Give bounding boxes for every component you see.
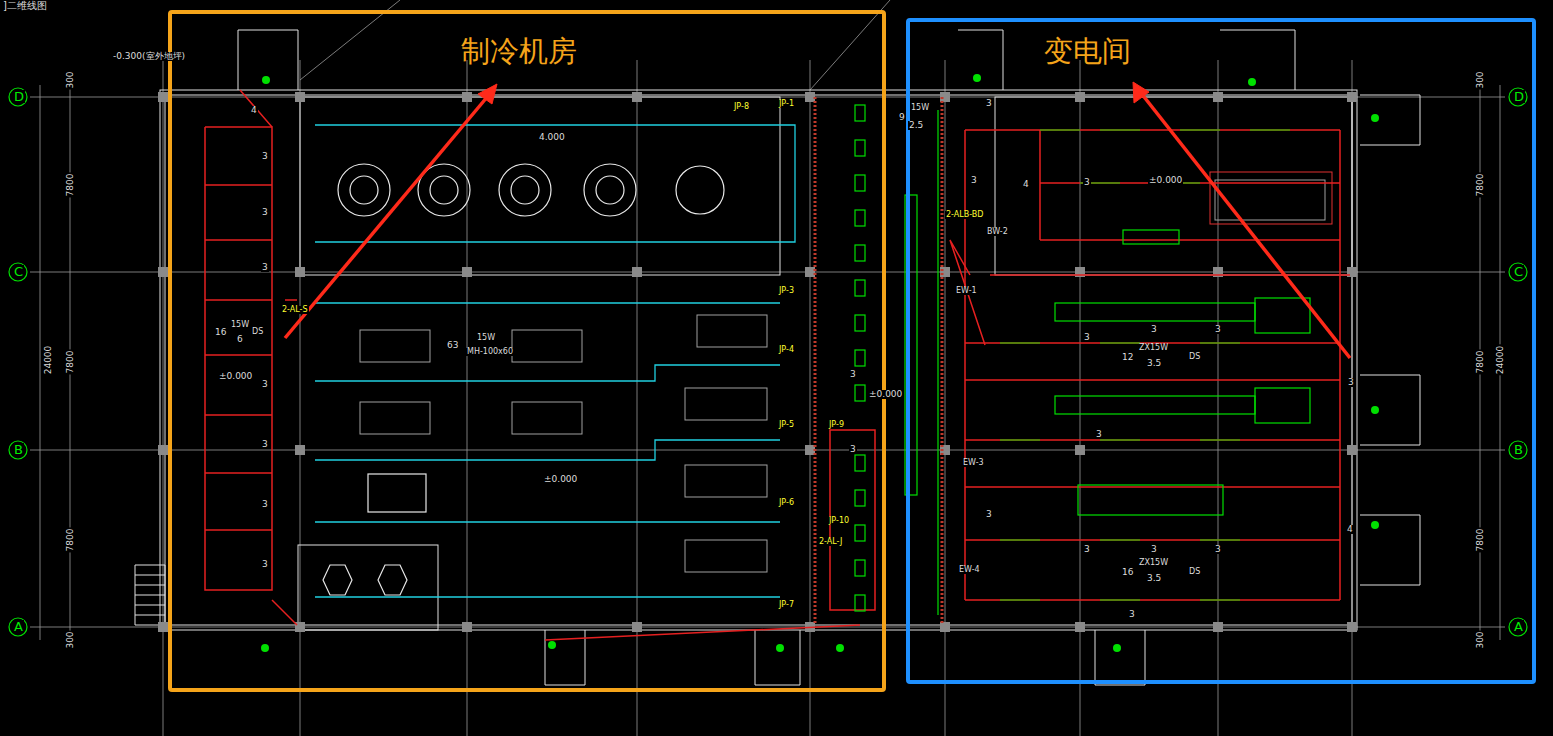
axis-label: C xyxy=(13,265,24,278)
axis-label: C xyxy=(1513,265,1524,278)
cad-annotation: 3.5 xyxy=(1146,359,1162,368)
cad-annotation: JP-8 xyxy=(733,103,750,111)
cad-annotation: 6 xyxy=(236,335,244,344)
cad-annotation: 3 xyxy=(261,440,269,449)
dimension-text: 24000 xyxy=(1496,345,1505,376)
axis-label: B xyxy=(1513,443,1524,456)
cad-annotation: 15W xyxy=(910,104,930,112)
cad-annotation: DS xyxy=(251,328,264,336)
cad-annotation: JP-7 xyxy=(778,601,795,609)
cad-annotation: 3 xyxy=(261,500,269,509)
cad-annotation: JP-10 xyxy=(828,517,850,525)
axis-label: D xyxy=(1513,90,1525,103)
cad-annotation: 3 xyxy=(985,99,993,108)
cad-annotation: 3.5 xyxy=(1146,574,1162,583)
cad-annotation: ]二维线图 xyxy=(2,1,48,11)
cad-annotation: 3 xyxy=(1083,333,1091,342)
cad-annotation: ±0.000 xyxy=(868,390,903,399)
cad-annotation: 9 xyxy=(898,113,906,122)
cad-annotation: 3 xyxy=(970,176,978,185)
cad-annotation: 15W xyxy=(476,334,496,342)
cad-annotation: 4 xyxy=(250,106,258,115)
cad-annotation: 3 xyxy=(1150,545,1158,554)
room-title: 制冷机房 xyxy=(461,36,577,68)
cad-annotation: 12 xyxy=(1121,353,1134,362)
cad-annotation: 3 xyxy=(1347,378,1355,387)
cad-annotation: 3 xyxy=(1128,610,1136,619)
cad-annotation: 16 xyxy=(1121,568,1134,577)
cad-annotation: EW-1 xyxy=(955,287,978,295)
cad-annotation: BW-2 xyxy=(986,228,1009,236)
cad-annotation: MH-100x60 xyxy=(466,348,514,356)
cad-annotation: 15W xyxy=(230,321,250,329)
room-region: 变电间 xyxy=(906,18,1536,684)
cad-annotation: 3 xyxy=(1214,545,1222,554)
dimension-text: 24000 xyxy=(44,345,53,376)
cad-annotation: 4.000 xyxy=(538,133,566,142)
room-title: 变电间 xyxy=(1044,36,1131,68)
axis-label: A xyxy=(13,620,24,633)
dimension-text: 300 xyxy=(66,630,75,649)
cad-annotation: EW-4 xyxy=(958,566,981,574)
cad-annotation: ZX15W xyxy=(1138,344,1169,352)
axis-label: B xyxy=(13,443,24,456)
dimension-text: 7800 xyxy=(66,350,75,375)
cad-annotation: JP-9 xyxy=(828,421,845,429)
dimension-text: 7800 xyxy=(66,173,75,198)
cad-annotation: 3 xyxy=(1150,325,1158,334)
cad-annotation: 3 xyxy=(1095,430,1103,439)
cad-annotation: 3 xyxy=(261,263,269,272)
cad-annotation: ZX15W xyxy=(1138,559,1169,567)
cad-annotation: 3 xyxy=(261,560,269,569)
dimension-text: 7800 xyxy=(1476,528,1485,553)
cad-annotation: JP-5 xyxy=(778,421,795,429)
cad-annotation: 3 xyxy=(261,152,269,161)
dimension-text: 300 xyxy=(66,70,75,89)
cad-annotation: -0.300(室外地坪) xyxy=(112,52,186,61)
cad-annotation: JP-1 xyxy=(778,100,795,108)
axis-label: D xyxy=(13,90,25,103)
dimension-text: 7800 xyxy=(1476,350,1485,375)
dimension-text: 7800 xyxy=(66,528,75,553)
cad-annotation: ±0.000 xyxy=(1148,176,1183,185)
cad-annotation: ±0.000 xyxy=(543,475,578,484)
cad-annotation: DS xyxy=(1188,568,1201,576)
cad-annotation: 2.5 xyxy=(908,121,924,130)
cad-annotation: EW-3 xyxy=(962,459,985,467)
dimension-text: 7800 xyxy=(1476,173,1485,198)
cad-annotation: 3 xyxy=(1083,178,1091,187)
cad-annotation: JP-4 xyxy=(778,346,795,354)
cad-annotation: 3 xyxy=(849,445,857,454)
cad-annotation: 3 xyxy=(261,208,269,217)
cad-annotation: 3 xyxy=(1083,545,1091,554)
dimension-text: 300 xyxy=(1476,70,1485,89)
axis-label: A xyxy=(1513,620,1524,633)
cad-annotation: 63 xyxy=(446,341,459,350)
cad-annotation: 2-AL-S xyxy=(281,306,309,314)
cad-annotation: DS xyxy=(1188,353,1201,361)
cad-annotation: 2-AL-J xyxy=(818,538,843,546)
cad-annotation: 2-ALB-BD xyxy=(945,211,984,219)
cad-annotation: JP-6 xyxy=(778,499,795,507)
cad-annotation: 4 xyxy=(1346,525,1354,534)
dimension-text: 300 xyxy=(1476,630,1485,649)
cad-annotation: 3 xyxy=(849,370,857,379)
cad-annotation: ±0.000 xyxy=(218,372,253,381)
cad-annotation: JP-3 xyxy=(778,287,795,295)
cad-annotation: 3 xyxy=(1214,325,1222,334)
cad-annotation: 4 xyxy=(1022,180,1030,189)
cad-annotation: 3 xyxy=(985,510,993,519)
cad-annotation: 16 xyxy=(214,328,227,337)
cad-annotation: 3 xyxy=(261,380,269,389)
